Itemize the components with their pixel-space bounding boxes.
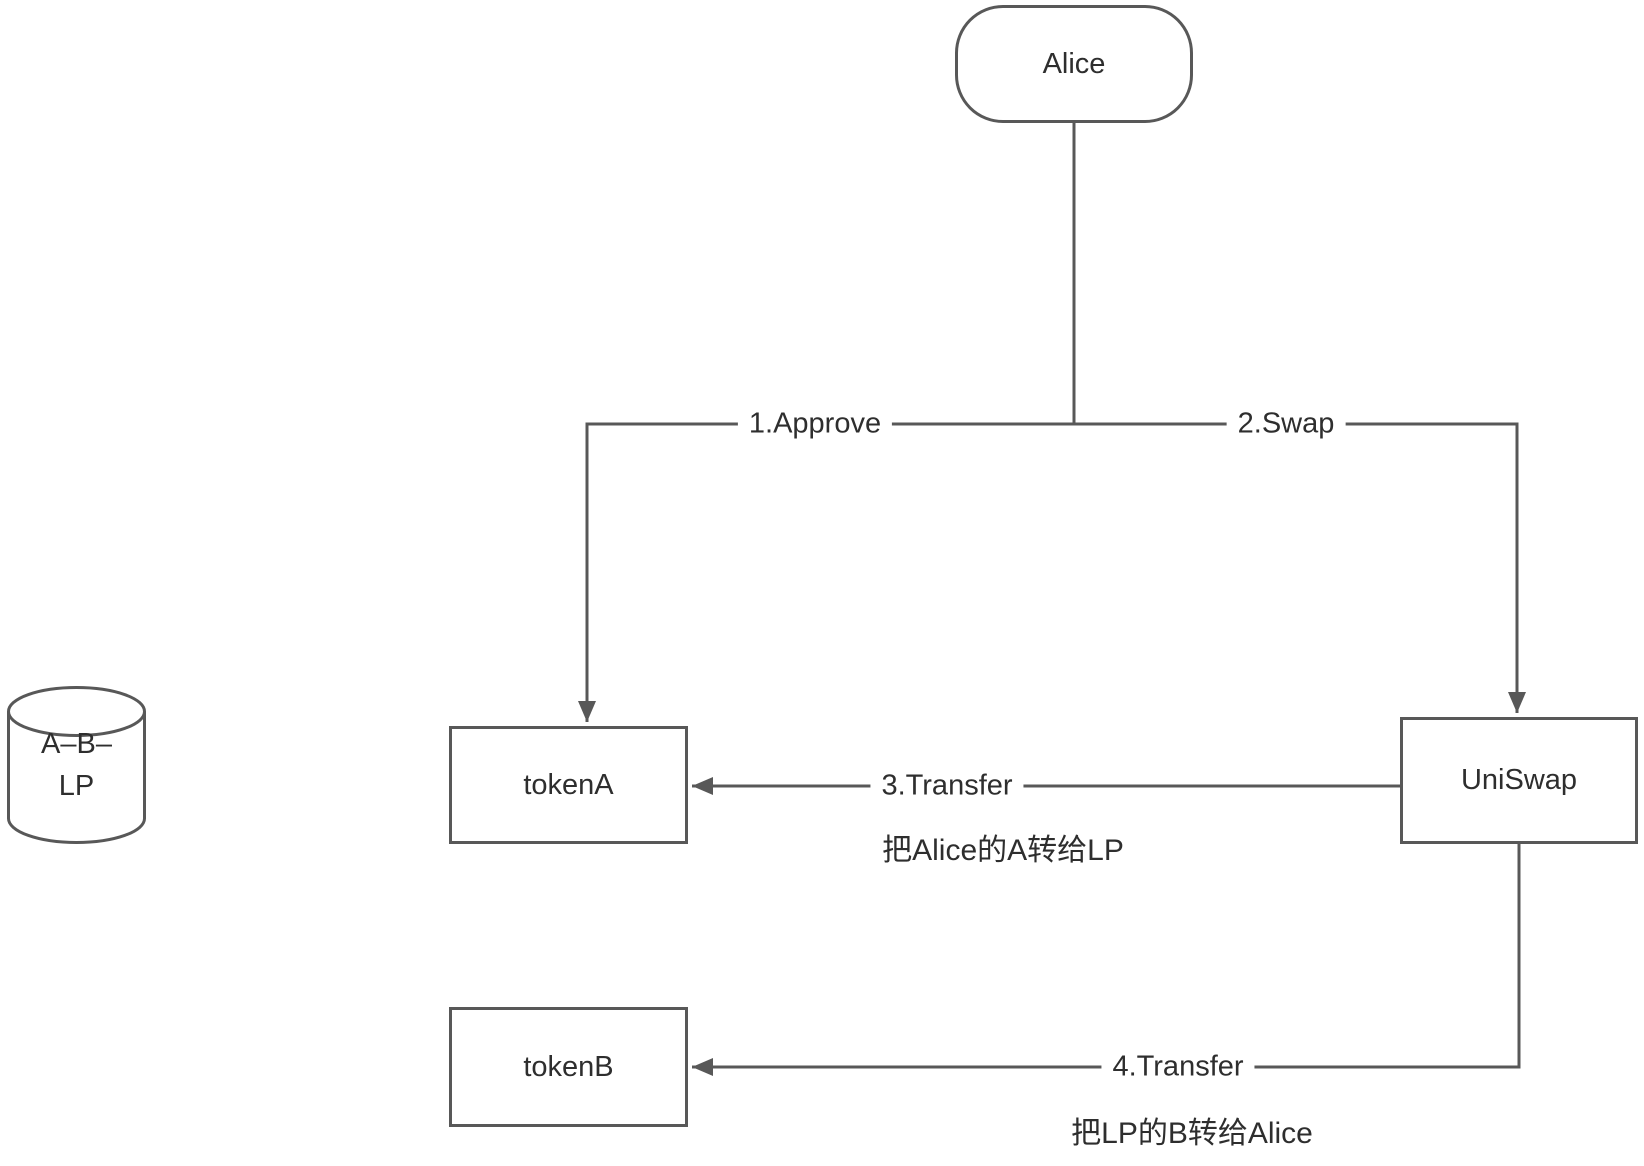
node-tokenA-label: tokenA (523, 768, 614, 801)
node-lp-pool[interactable]: A–B– LP (7, 686, 146, 844)
edge-approve-label: 1.Approve (737, 405, 893, 443)
lp-pool-label-line1: A–B– (41, 728, 112, 760)
edge-transfer-b-label: 4.Transfer (1101, 1048, 1255, 1086)
node-tokenB-label: tokenB (523, 1050, 614, 1083)
edge-swap-line (1074, 422, 1526, 713)
cylinder-shape (7, 686, 146, 844)
node-tokenB[interactable]: tokenB (449, 1007, 688, 1127)
node-uniswap[interactable]: UniSwap (1400, 717, 1638, 844)
node-tokenA[interactable]: tokenA (449, 726, 688, 844)
edge-transfer-a-label: 3.Transfer (870, 767, 1024, 805)
edge-transfer-a-caption: 把Alice的A转给LP (882, 834, 1124, 867)
node-uniswap-label: UniSwap (1460, 764, 1578, 796)
edge-swap-label: 2.Swap (1226, 405, 1346, 443)
node-lp-pool-label: A–B– LP (7, 686, 146, 844)
lp-pool-label-line2: LP (58, 770, 95, 802)
edge-transfer-b-caption: 把LP的B转给Alice (1071, 1117, 1313, 1150)
node-alice-label: Alice (1042, 47, 1106, 80)
edge-transfer-b-line (692, 844, 1521, 1076)
node-alice[interactable]: Alice (955, 5, 1193, 123)
